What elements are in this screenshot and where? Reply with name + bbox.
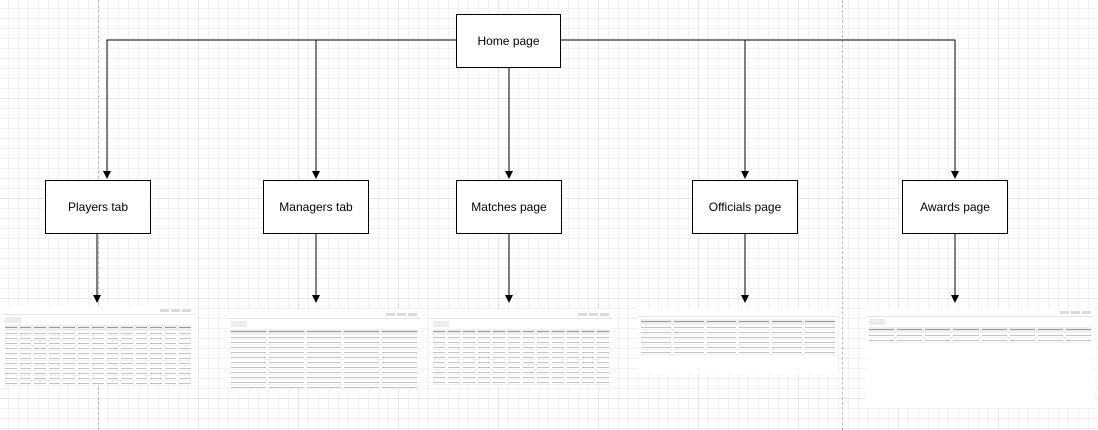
managers-page-thumbnail bbox=[228, 310, 420, 388]
thumbnail-row bbox=[5, 361, 191, 366]
matches-page-node[interactable]: Matches page bbox=[456, 180, 562, 234]
officials-page-thumbnail bbox=[638, 308, 838, 374]
thumbnail-header-row bbox=[231, 329, 417, 335]
thumbnail-header-row bbox=[433, 329, 610, 335]
thumbnail-row bbox=[231, 355, 417, 360]
players-tab-node[interactable]: Players tab bbox=[45, 180, 151, 234]
thumbnail-row bbox=[231, 340, 417, 345]
home-page-label: Home page bbox=[477, 34, 540, 48]
connector-home-to-managers bbox=[312, 39, 456, 179]
thumbnail-row bbox=[5, 331, 191, 336]
thumbnail-row bbox=[231, 365, 417, 370]
thumbnail-header-row bbox=[5, 325, 191, 331]
thumbnail-row bbox=[433, 340, 610, 345]
thumbnail-row bbox=[433, 335, 610, 340]
managers-tab-node[interactable]: Managers tab bbox=[263, 180, 369, 234]
thumbnail-row bbox=[231, 370, 417, 375]
connector-home-to-awards bbox=[561, 39, 959, 179]
thumbnail-row bbox=[641, 350, 835, 355]
thumbnail-row bbox=[5, 366, 191, 371]
officials-page-node[interactable]: Officials page bbox=[692, 180, 798, 234]
thumbnail-row bbox=[433, 345, 610, 350]
thumbnail-row bbox=[5, 341, 191, 346]
players-page-thumbnail bbox=[2, 306, 194, 386]
players-tab-label: Players tab bbox=[67, 200, 129, 214]
awards-page-node[interactable]: Awards page bbox=[902, 180, 1008, 234]
thumbnail-row bbox=[5, 346, 191, 351]
thumbnail-row bbox=[5, 371, 191, 376]
matches-page-thumbnail bbox=[430, 310, 612, 386]
thumbnail-row bbox=[231, 350, 417, 355]
thumbnail-row bbox=[5, 376, 191, 381]
thumbnail-row bbox=[231, 345, 417, 350]
thumbnail-row bbox=[641, 340, 835, 345]
connector-home-to-players bbox=[103, 39, 456, 179]
thumbnail-row bbox=[433, 375, 610, 380]
thumbnail-row bbox=[231, 380, 417, 385]
thumbnail-row bbox=[869, 333, 1091, 338]
thumbnail-row bbox=[433, 360, 610, 365]
thumbnail-row bbox=[641, 325, 835, 330]
thumbnail-row bbox=[433, 355, 610, 360]
awards-page-thumbnail bbox=[866, 308, 1094, 408]
thumbnail-row bbox=[5, 336, 191, 341]
officials-page-label: Officials page bbox=[708, 200, 782, 214]
thumbnail-row bbox=[433, 380, 610, 385]
thumbnail-row bbox=[5, 351, 191, 356]
thumbnail-header-row bbox=[869, 327, 1091, 333]
thumbnail-row bbox=[433, 350, 610, 355]
thumbnail-row bbox=[433, 365, 610, 370]
thumbnail-row bbox=[641, 335, 835, 340]
thumbnail-header-row bbox=[641, 319, 835, 325]
thumbnail-row bbox=[641, 345, 835, 350]
thumbnail-row bbox=[433, 370, 610, 375]
thumbnail-row bbox=[869, 338, 1091, 343]
thumbnail-row bbox=[641, 330, 835, 335]
thumbnail-row bbox=[231, 360, 417, 365]
matches-page-label: Matches page bbox=[471, 200, 547, 214]
thumbnail-row bbox=[5, 381, 191, 386]
thumbnail-row bbox=[433, 385, 609, 386]
page-boundary-guide-right bbox=[842, 0, 843, 430]
thumbnail-row bbox=[5, 356, 191, 361]
thumbnail-row bbox=[231, 385, 417, 388]
home-page-node[interactable]: Home page bbox=[456, 14, 561, 68]
managers-tab-label: Managers tab bbox=[279, 200, 353, 214]
connector-home-to-officials bbox=[561, 39, 749, 179]
thumbnail-row bbox=[231, 375, 417, 380]
awards-page-label: Awards page bbox=[920, 200, 990, 214]
thumbnail-row bbox=[231, 335, 417, 340]
